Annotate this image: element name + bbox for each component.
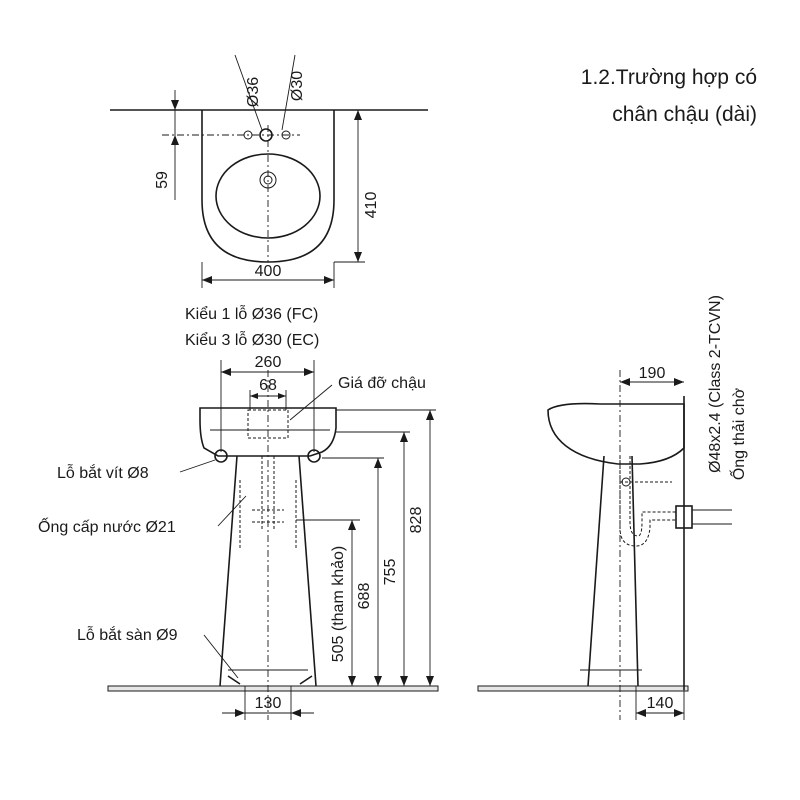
dim-505-arrow-top xyxy=(348,520,356,530)
dim-260-text: 260 xyxy=(255,354,282,371)
dim-190-arrow-right xyxy=(674,378,684,386)
side-view: 190 Ø48x2.4 (Class 2-TCVN) Ống thải chờ … xyxy=(477,295,748,720)
dim-260-arrow-left xyxy=(221,368,231,376)
dim-140-text: 140 xyxy=(647,695,674,712)
dim-130-text: 130 xyxy=(255,695,282,712)
dim-68-text: 68 xyxy=(259,377,277,394)
front-view-floor xyxy=(107,685,439,692)
dim-410-arrow-bottom xyxy=(354,252,362,262)
dim-68-arrow-left xyxy=(250,393,258,399)
supply-valve-side xyxy=(621,477,631,487)
dim-505-arrow-bottom xyxy=(348,676,356,686)
waste-outlet-stub xyxy=(675,505,693,529)
label-screw-hole: Lỗ bắt vít Ø8 xyxy=(57,463,149,482)
leader-screw-hole xyxy=(179,459,216,473)
dim-190-text: 190 xyxy=(639,365,666,382)
leader-dia30 xyxy=(281,54,296,131)
dim-755-text: 755 xyxy=(382,559,399,586)
leader-bracket xyxy=(289,384,333,421)
title-line-2: chân chậu (dài) xyxy=(612,103,757,126)
label-waste-outlet: Ống thải chờ xyxy=(728,387,748,480)
dim-688-text: 688 xyxy=(356,583,373,610)
label-bracket: Giá đỡ chậu xyxy=(338,375,426,392)
dim-400-arrow-left xyxy=(202,276,212,284)
label-drain-pipe: Ø48x2.4 (Class 2-TCVN) xyxy=(707,295,724,473)
front-view: 260 68 Giá đỡ chậu Lỗ bắt vít Ø8 Ống cấp… xyxy=(38,354,439,720)
label-supply-pipe: Ống cấp nước Ø21 xyxy=(38,516,176,536)
dim-828-text: 828 xyxy=(408,507,425,534)
dim-190-arrow-left xyxy=(620,378,630,386)
dim-59-arrow-top xyxy=(171,100,179,110)
title-line-1: 1.2.Trường hợp có xyxy=(581,66,757,89)
caption-one-hole: Kiểu 1 lỗ Ø36 (FC) xyxy=(185,304,318,323)
dim-828-arrow-bottom xyxy=(426,676,434,686)
caption-three-hole: Kiểu 3 lỗ Ø30 (EC) xyxy=(185,330,319,349)
trap-side xyxy=(619,456,676,547)
basin-body-side xyxy=(547,402,685,465)
trap-pipe-front xyxy=(261,456,275,530)
basin-body-front xyxy=(199,407,337,457)
dim-505-text: 505 (tham khảo) xyxy=(330,546,347,663)
floor-fixing-marks xyxy=(227,675,313,685)
leader-floor-hole xyxy=(203,634,239,679)
dim-59-text: 59 xyxy=(154,171,171,189)
basin-bowl-top xyxy=(215,153,321,239)
dim-59-arrow-bottom xyxy=(171,135,179,145)
supply-pipes-front xyxy=(239,480,297,550)
dim-140-arrow-left xyxy=(636,709,646,717)
dim-828-arrow-top xyxy=(426,410,434,420)
label-floor-hole: Lỗ bắt sàn Ø9 xyxy=(77,625,178,644)
trap-side-inner xyxy=(629,456,676,537)
dim-260-arrow-right xyxy=(304,368,314,376)
pedestal-side xyxy=(587,455,639,687)
dim-130-arrow-right xyxy=(291,709,301,717)
leader-dia36 xyxy=(234,54,263,131)
dim-688-arrow-top xyxy=(374,458,382,468)
pedestal-sides xyxy=(219,455,317,687)
dia-one-hole-text: Ø36 xyxy=(245,77,262,107)
top-view: Ø36 Ø30 59 410 400 Kiểu 1 lỗ Ø36 (FC) Ki… xyxy=(110,54,428,349)
dim-68-arrow-right xyxy=(278,393,286,399)
dim-400-text: 400 xyxy=(255,263,282,280)
dim-140-arrow-right xyxy=(674,709,684,717)
dim-130-arrow-left xyxy=(235,709,245,717)
dim-688-arrow-bottom xyxy=(374,676,382,686)
dim-410-text: 410 xyxy=(363,192,380,219)
dim-410-arrow-top xyxy=(354,110,362,120)
leader-supply-pipe xyxy=(217,495,247,527)
side-view-floor xyxy=(477,685,689,692)
dim-400-arrow-right xyxy=(324,276,334,284)
dia-three-hole-text: Ø30 xyxy=(289,71,306,101)
dim-755-arrow-bottom xyxy=(400,676,408,686)
dim-755-arrow-top xyxy=(400,432,408,442)
